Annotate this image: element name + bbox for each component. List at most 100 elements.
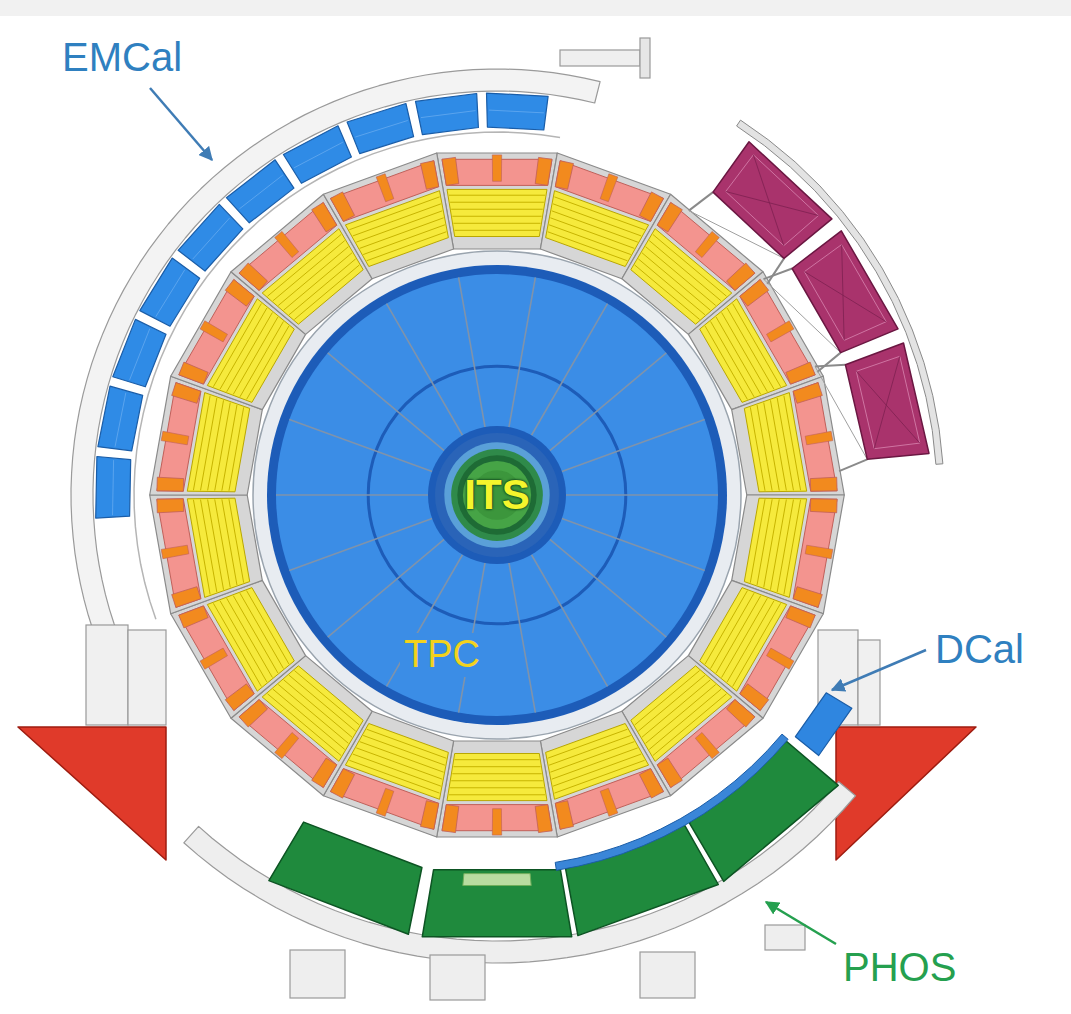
emcal-module: [416, 94, 479, 135]
tpc-sector-line: [387, 304, 463, 436]
tof-cell: [740, 280, 769, 307]
trd-layer: [208, 500, 224, 590]
tpc-sector-line: [276, 494, 428, 496]
trd-layer: [770, 400, 786, 490]
trd-layer: [449, 195, 545, 196]
tpc-sector-line: [532, 304, 608, 436]
trd-layer: [289, 675, 356, 731]
hmpid-strut: [804, 272, 886, 322]
support-leg: [128, 630, 166, 725]
hmpid-strut: [856, 371, 920, 443]
phos-foot: [765, 925, 805, 950]
top-band: [0, 0, 1071, 16]
hmpid-strut: [753, 155, 783, 246]
tof-cell: [442, 805, 459, 833]
tof-cell: [639, 769, 663, 799]
tof-cell: [767, 648, 794, 669]
tof-cell: [555, 161, 573, 190]
tof-cell: [239, 263, 267, 290]
emcal-module-edge: [421, 111, 476, 118]
trd-layer: [356, 211, 442, 242]
hmpid-strut: [874, 356, 900, 448]
hmpid-strut: [817, 353, 840, 372]
trd-layer: [222, 499, 237, 585]
its-layer: [451, 449, 543, 541]
tof-module: [331, 161, 439, 222]
hmpid-panel: [856, 356, 920, 448]
trd-layer: [294, 265, 359, 320]
tpc-volume: [276, 274, 718, 716]
trd-layer: [705, 326, 747, 399]
trd-layer: [455, 230, 540, 231]
emcal-module: [140, 258, 200, 326]
its-layer: [444, 442, 549, 547]
trd-layer: [450, 202, 544, 203]
hmpid-strut: [764, 269, 793, 280]
emcal-module: [487, 93, 549, 130]
tof-module: [179, 280, 254, 385]
tof-module: [555, 769, 663, 830]
emcal-module: [226, 160, 294, 223]
rail-support: [18, 727, 166, 860]
tof-module: [179, 606, 254, 711]
hmpid-strut: [689, 192, 713, 210]
trd-layer: [548, 729, 628, 758]
tof-cell: [727, 700, 755, 727]
tpc-gap: [253, 251, 741, 739]
trd-layer: [294, 671, 359, 726]
emcal-module: [96, 457, 131, 519]
its-layer: [435, 433, 559, 557]
trd-layer: [363, 735, 445, 765]
trd-layer: [450, 787, 544, 788]
emcal-module-edge: [355, 120, 408, 137]
tof-cell: [200, 648, 227, 669]
leader-arrow: [766, 902, 836, 944]
trd-layer: [229, 407, 244, 491]
trd-layer: [247, 591, 289, 664]
tof-cell: [535, 805, 552, 833]
leader-arrow: [150, 88, 212, 160]
emcal-module-edge: [115, 393, 126, 447]
tpc-sector-line: [328, 539, 444, 637]
tof-cell: [312, 203, 337, 232]
trd-layer: [750, 499, 765, 583]
support-bracket: [640, 38, 650, 78]
trd-layer: [452, 773, 541, 774]
its-layer: [457, 455, 536, 534]
tof-cell: [421, 801, 439, 830]
tof-cell: [727, 263, 755, 290]
emcal-module: [113, 319, 166, 386]
tof-cell: [172, 383, 201, 404]
trd-layer: [208, 400, 224, 490]
support-bracket: [560, 50, 640, 66]
tof-module: [157, 499, 201, 608]
hmpid-panel: [804, 245, 886, 341]
trd-layer: [716, 317, 761, 394]
emcal-module: [178, 204, 243, 271]
tof-cell: [275, 733, 299, 759]
tof-cell: [239, 700, 267, 727]
emcal-module-edge: [239, 175, 282, 209]
trd-layer: [451, 780, 543, 781]
trd-layer: [229, 499, 244, 583]
trd-layer: [750, 407, 765, 491]
part-label: EMCal: [62, 34, 182, 80]
tof-module: [157, 383, 201, 492]
tof-cell: [275, 231, 299, 257]
hmpid-strut: [839, 459, 867, 471]
trd-layer: [764, 499, 780, 587]
tof-module: [239, 700, 337, 788]
trd-layer: [215, 403, 231, 491]
tpc-field-cage: [267, 265, 727, 725]
hmpid-module: [713, 142, 832, 259]
trd-layer: [215, 499, 231, 587]
tpc-sector-line: [459, 277, 485, 427]
tof-cell: [600, 174, 618, 202]
trd-layer: [453, 766, 540, 767]
part-label: DCal: [935, 626, 1024, 672]
tpc-sector-line: [550, 539, 666, 637]
trd-layer: [777, 500, 793, 592]
tof-cell: [555, 801, 573, 830]
tpc-sector-line: [566, 494, 718, 496]
